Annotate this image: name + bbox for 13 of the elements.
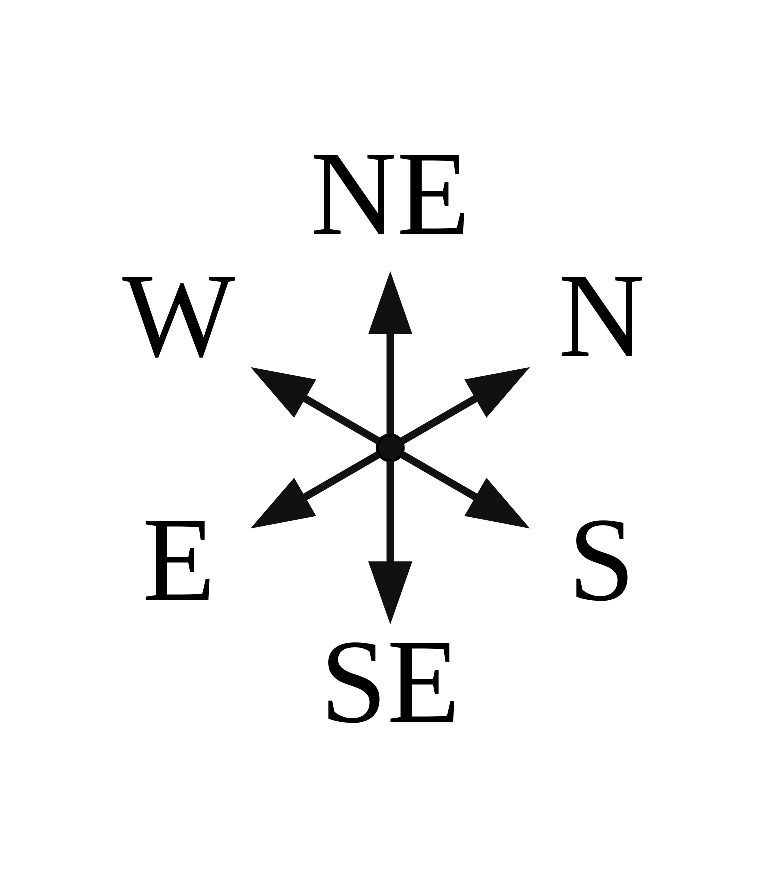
- arrow: [400, 451, 530, 529]
- node-point: [376, 434, 404, 462]
- node-text: S: [568, 493, 635, 626]
- arrow: [368, 271, 412, 435]
- arrow: [250, 451, 381, 529]
- node-text: SE: [320, 615, 460, 748]
- arrow: [400, 367, 530, 445]
- arrow: [368, 461, 412, 625]
- node-text: N: [558, 248, 645, 382]
- node-text: E: [142, 493, 216, 626]
- node-text: NE: [310, 126, 470, 260]
- node-text: W: [122, 248, 236, 382]
- arrow: [250, 367, 381, 445]
